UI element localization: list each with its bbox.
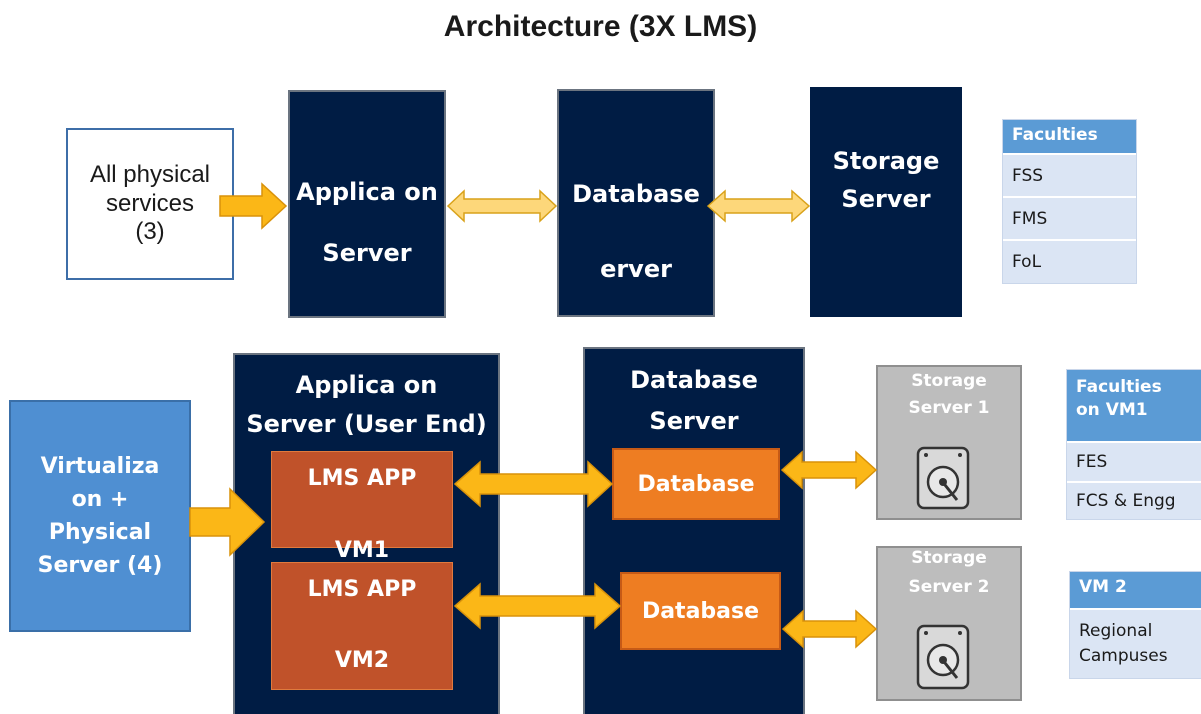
top-db-server-label-1: Database (572, 180, 700, 208)
virtual-box-line-1: Virtualiza (40, 454, 160, 479)
vm1-table-header: Faculties on VM1 (1067, 370, 1201, 441)
faculty-row: FoL (1003, 239, 1136, 283)
bottom-database-server: Database Server (583, 347, 805, 714)
double-arrow-icon (781, 609, 878, 649)
top-db-server-label-2: erver (600, 255, 672, 283)
database-vm2-label: Database (641, 598, 760, 624)
vm2-row: Regional Campuses (1070, 608, 1201, 678)
vm1-faculty-row: FCS & Engg (1067, 481, 1201, 519)
arrow-right-icon (219, 182, 288, 230)
hard-drive-icon (916, 446, 970, 510)
database-vm2: Database (620, 572, 781, 650)
lms-app-vm2: LMS APP VM2 (271, 562, 453, 690)
vm1-header-line-1: Faculties (1076, 377, 1162, 397)
storage-2-label-1: Storage (911, 548, 987, 568)
vm1-header-line-2: on VM1 (1076, 399, 1148, 420)
physical-box-line-3: (3) (135, 218, 165, 246)
vm2-row-line-1: Regional (1079, 621, 1153, 642)
double-arrow-icon (446, 189, 558, 223)
storage-1-label-1: Storage (911, 371, 987, 391)
top-app-server-label-2: Server (322, 239, 412, 267)
top-storage-server: Storage Server (810, 87, 962, 317)
vm2-table-header: VM 2 (1070, 572, 1201, 608)
vm2-row-line-2: Campuses (1079, 646, 1168, 666)
top-storage-label-1: Storage (832, 147, 940, 175)
vm1-faculties-table: Faculties on VM1 FES FCS & Engg (1067, 370, 1201, 519)
double-arrow-icon (780, 450, 878, 490)
vm2-table: VM 2 Regional Campuses (1070, 572, 1201, 678)
lms-vm1-label-2: VM1 (334, 538, 390, 563)
bottom-app-server-label-2: Server (User End) (246, 410, 487, 438)
virtual-box-line-3: Physical (48, 520, 152, 545)
lms-app-vm1: LMS APP VM1 (271, 451, 453, 563)
lms-vm2-label-2: VM2 (334, 648, 390, 673)
bottom-db-server-label-2: Server (649, 407, 739, 435)
diagram-title: Architecture (3X LMS) (443, 10, 758, 43)
virtual-box-line-2: on + (71, 487, 129, 512)
bottom-db-server-label-1: Database (630, 366, 758, 394)
arrow-right-icon (189, 487, 266, 557)
database-vm1: Database (612, 448, 780, 520)
lms-vm1-label-1: LMS APP (307, 466, 417, 491)
double-arrow-icon (453, 582, 622, 630)
lms-vm2-label-1: LMS APP (307, 577, 417, 602)
database-vm1-label: Database (637, 471, 755, 497)
double-arrow-icon (453, 460, 614, 508)
hard-drive-icon (916, 624, 970, 690)
storage-1-label-2: Server 1 (908, 398, 990, 418)
vm1-faculty-row: FES (1067, 441, 1201, 481)
top-storage-label-2: Server (841, 185, 931, 213)
faculties-table: Faculties FSS FMS FoL (1003, 120, 1136, 283)
top-application-server: Applica on Server (288, 90, 446, 318)
virtualization-physical-box: Virtualiza on + Physical Server (4) (9, 400, 191, 632)
virtual-box-line-4: Server (4) (37, 553, 163, 578)
double-arrow-icon (706, 189, 811, 223)
storage-2-label-2: Server 2 (908, 577, 990, 597)
faculty-row: FMS (1003, 196, 1136, 239)
physical-services-box: All physical services (3) (66, 128, 234, 280)
faculty-row: FSS (1003, 153, 1136, 196)
faculties-header: Faculties (1003, 120, 1136, 153)
physical-box-line-1: All physical (89, 160, 211, 188)
bottom-app-server-label-1: Applica on (295, 371, 438, 399)
physical-box-line-2: services (105, 189, 195, 217)
top-app-server-label-1: Applica on (296, 178, 438, 206)
